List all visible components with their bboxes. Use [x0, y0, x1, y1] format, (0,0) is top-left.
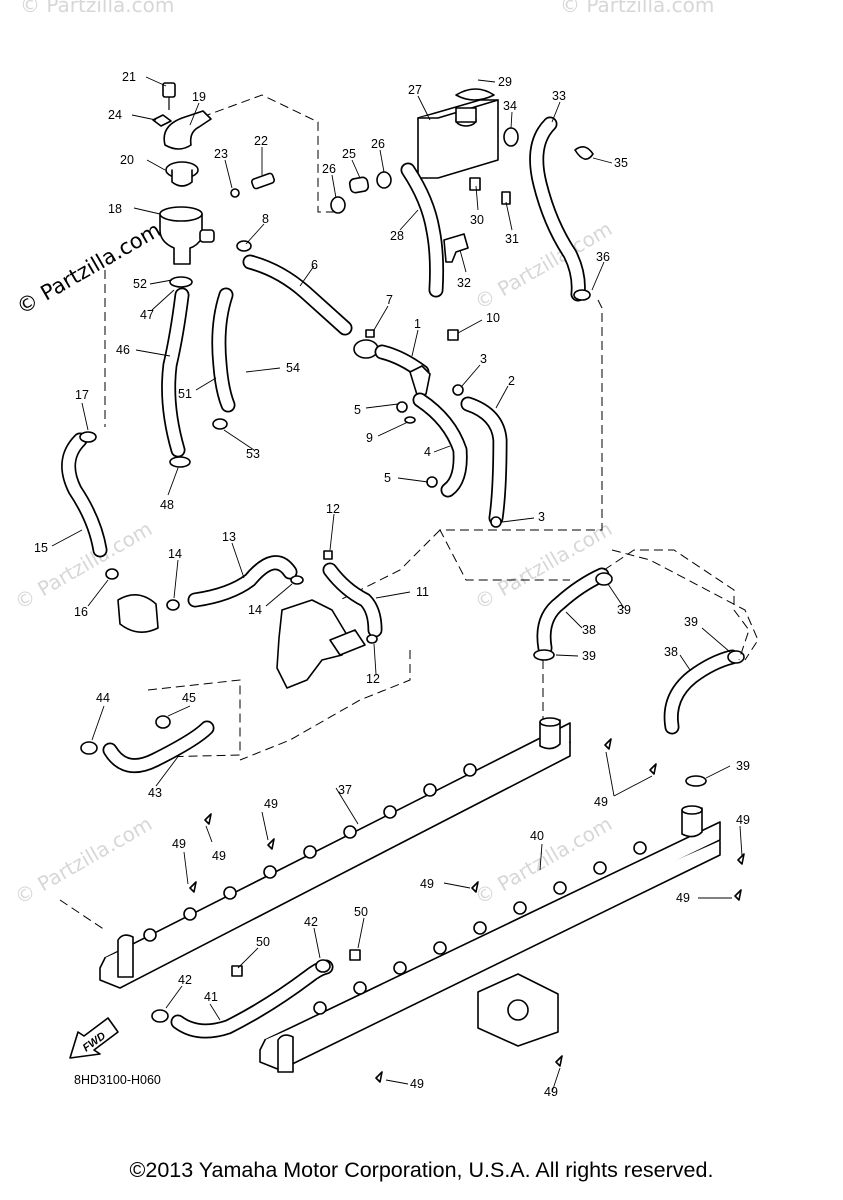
callout: 12	[366, 672, 380, 686]
callout: 39	[684, 615, 698, 629]
callout: 47	[140, 308, 154, 322]
rivets	[189, 738, 745, 1083]
callout: 33	[552, 89, 566, 103]
lower-left-hose	[80, 715, 215, 774]
callout: 2	[508, 374, 515, 388]
callout: 53	[246, 447, 260, 461]
callout: 45	[182, 691, 196, 705]
callout: 50	[354, 905, 368, 919]
callout: 11	[416, 585, 429, 599]
thermostat-housing-group	[152, 82, 276, 288]
callout: 4	[424, 445, 431, 459]
callout: 49	[544, 1085, 558, 1099]
callout: 54	[286, 361, 300, 375]
callout: 49	[420, 877, 434, 891]
callout: 49	[172, 837, 186, 851]
assembly-outlines	[59, 94, 759, 931]
fwd-arrow: FWD	[69, 1017, 119, 1059]
callout: 49	[736, 813, 750, 827]
callout: 50	[256, 935, 270, 949]
callout: 23	[214, 147, 228, 161]
watermarks: © Partzilla.com © Partzilla.com © Partzi…	[11, 0, 715, 909]
callout: 6	[311, 258, 318, 272]
reservoir-tank-group	[330, 88, 594, 302]
leader-lines	[51, 76, 743, 1093]
callout: 52	[133, 277, 147, 291]
callout: 35	[614, 156, 628, 170]
callout: 7	[386, 293, 393, 307]
pump-group	[61, 431, 383, 689]
callout: 49	[410, 1077, 424, 1091]
watermark: © Partzilla.com	[471, 516, 617, 614]
callout: 40	[530, 829, 544, 843]
callout: 28	[390, 229, 404, 243]
callout: 29	[498, 75, 512, 89]
callout: 41	[204, 990, 218, 1004]
watermark: © Partzilla.com	[471, 216, 617, 314]
callout: 27	[408, 83, 422, 97]
heat-exchanger-upper	[99, 717, 571, 989]
callout: 44	[96, 691, 110, 705]
callout-numbers: 21 29 27 33 34 24 19 22 26 25 26 20 23 3…	[34, 70, 750, 1099]
callout: 1	[414, 317, 421, 331]
copyright-notice: ©2013 Yamaha Motor Corporation, U.S.A. A…	[129, 1158, 714, 1182]
callout: 34	[503, 99, 517, 113]
callout: 30	[470, 213, 484, 227]
callout: 20	[120, 153, 134, 167]
callout: 39	[582, 649, 596, 663]
callout: 49	[264, 797, 278, 811]
callout: 9	[366, 431, 373, 445]
callout: 43	[148, 786, 162, 800]
watermark: © Partzilla.com	[11, 811, 157, 909]
callout: 31	[505, 232, 519, 246]
middle-hoses	[161, 254, 508, 528]
callout: 49	[212, 849, 226, 863]
callout: 21	[122, 70, 136, 84]
callout: 3	[538, 510, 545, 524]
exchanger-holes	[313, 841, 647, 1015]
callout: 39	[617, 603, 631, 617]
callout: 26	[322, 162, 336, 176]
callout: 49	[676, 891, 690, 905]
callout: 49	[594, 795, 608, 809]
callout: 38	[582, 623, 596, 637]
callout: 22	[254, 134, 268, 148]
callout: 10	[486, 311, 500, 325]
hose-41-group	[151, 949, 361, 1039]
heat-exchanger-lower	[259, 805, 721, 1073]
callout: 14	[168, 547, 182, 561]
callout: 15	[34, 541, 48, 555]
callout: 14	[248, 603, 262, 617]
callout: 16	[74, 605, 88, 619]
callout: 12	[326, 502, 340, 516]
callout: 51	[178, 387, 192, 401]
callout: 25	[342, 147, 356, 161]
callout: 38	[664, 645, 678, 659]
callout: 42	[178, 973, 192, 987]
callout: 19	[192, 90, 206, 104]
right-hoses	[533, 549, 750, 787]
callout: 42	[304, 915, 318, 929]
callout: 39	[736, 759, 750, 773]
callout: 46	[116, 343, 130, 357]
callout: 5	[354, 403, 361, 417]
exchanger-holes	[143, 763, 477, 942]
callout: 36	[596, 250, 610, 264]
callout: 13	[222, 530, 236, 544]
watermark: © Partzilla.com	[560, 0, 714, 17]
callout: 37	[338, 783, 352, 797]
diagram-code: 8HD3100-H060	[74, 1073, 161, 1087]
callout: 24	[108, 108, 122, 122]
callout: 5	[384, 471, 391, 485]
watermark-main: © Partzilla.com	[13, 218, 165, 320]
callout: 18	[108, 202, 122, 216]
callout: 17	[75, 388, 89, 402]
watermark: © Partzilla.com	[20, 0, 174, 17]
callout: 3	[480, 352, 487, 366]
callout: 26	[371, 137, 385, 151]
callout: 32	[457, 276, 471, 290]
callout: 48	[160, 498, 174, 512]
callout: 8	[262, 212, 269, 226]
